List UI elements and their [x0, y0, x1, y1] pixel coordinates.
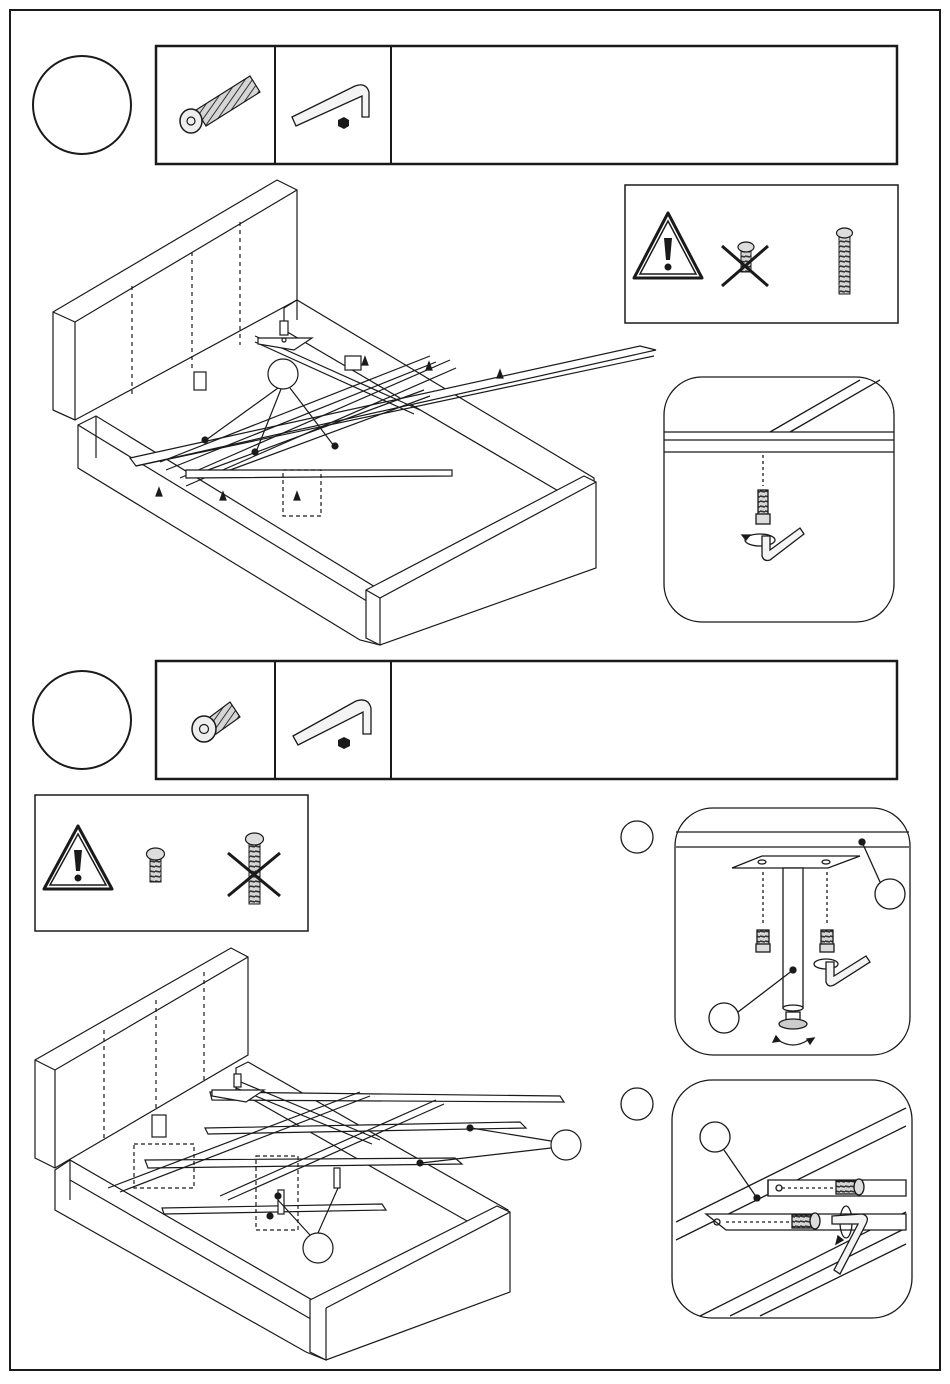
- detail-allen-key-icon: [762, 528, 804, 561]
- step-1-detail-bubble: [664, 377, 894, 622]
- allen-key-icon: [292, 85, 369, 129]
- detail-b-short-bolt-lower-icon: [792, 1213, 820, 1229]
- wrong-long-bolt-icon: [228, 833, 280, 904]
- allen-key-icon: [293, 700, 371, 749]
- short-bolt-icon: [192, 702, 240, 742]
- step-2-parts-box: [156, 661, 897, 779]
- detail-a-allen-key-icon: [826, 956, 870, 986]
- leveler-foot-icon: [773, 1012, 814, 1045]
- step-1-parts-box: [156, 46, 897, 164]
- detail-b-label-circle: [621, 1088, 653, 1120]
- step-2-bed-illustration: [35, 948, 581, 1360]
- step-1-warning-box: [625, 185, 898, 323]
- step-2: [33, 661, 912, 1360]
- step-1-bed-illustration: [53, 180, 656, 645]
- detail-b-short-bolt-upper-icon: [836, 1179, 864, 1195]
- step-2-number-circle: [33, 671, 131, 769]
- detail-a-label-circle: [621, 821, 653, 853]
- warning-triangle-icon: [634, 213, 702, 278]
- correct-short-bolt-icon: [147, 848, 165, 882]
- step-2-detail-a-bubble: [675, 808, 910, 1055]
- step-1: [33, 46, 898, 645]
- correct-long-bolt-icon: [837, 228, 853, 294]
- step-1-callout-circle: [268, 359, 298, 389]
- long-bolt-icon: [180, 76, 260, 133]
- detail-b-callout-circle: [700, 1122, 730, 1152]
- detail-short-bolt-left-icon: [756, 930, 770, 952]
- detail-long-bolt-icon: [756, 490, 770, 524]
- step-2-warning-box: [35, 795, 308, 931]
- detail-a-callout-2-circle: [709, 1003, 739, 1033]
- detail-short-bolt-right-icon: [820, 930, 834, 952]
- step-2-callout-circle-a: [303, 1233, 333, 1263]
- step-2-detail-b-bubble: [672, 1080, 912, 1318]
- detail-a-callout-1-circle: [875, 879, 905, 909]
- step-2-callout-circle-b: [551, 1130, 581, 1160]
- warning-triangle-icon: [44, 826, 112, 889]
- wrong-short-bolt-icon: [722, 242, 768, 286]
- step-1-number-circle: [33, 56, 131, 154]
